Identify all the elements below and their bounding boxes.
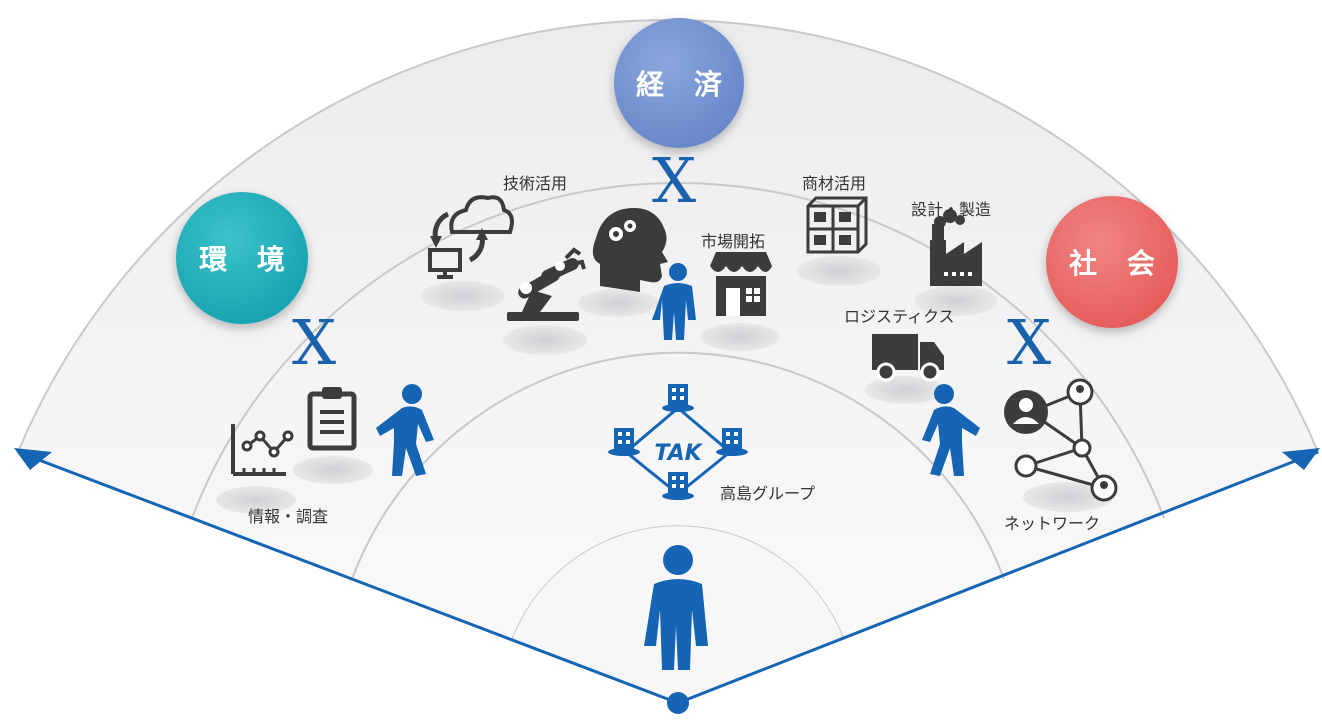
person-bottom-icon: [644, 545, 708, 670]
person-left-walking-icon: [376, 384, 434, 476]
cross-symbol-right: X: [1007, 306, 1052, 379]
base-center-dot: [667, 692, 689, 714]
network-icon: [1004, 378, 1118, 502]
cross-symbol-top: X: [652, 144, 697, 217]
line-chart-icon: [231, 424, 294, 476]
shadow: [914, 286, 998, 316]
label-design: 設計・製造: [911, 200, 992, 219]
shadow: [216, 486, 296, 514]
base-line-left: [17, 450, 679, 705]
person-right-walking-icon: [922, 384, 980, 476]
boxes-icon: [806, 196, 868, 254]
tak-logo: TAK: [654, 441, 703, 466]
shadow: [865, 376, 945, 404]
factory-icon: [930, 209, 982, 286]
label-group: 高島グループ: [720, 484, 816, 503]
cross-symbol-left: X: [292, 306, 337, 379]
shadow: [293, 456, 373, 484]
shadow: [1023, 482, 1113, 512]
shadow: [700, 323, 780, 351]
pillar-economy-label: 経 済: [636, 68, 732, 101]
pillar-environment: 環 境: [176, 192, 308, 324]
clipboard-icon: [307, 387, 357, 451]
label-tech: 技術活用: [503, 174, 568, 193]
fan-arc-2: [191, 182, 1165, 519]
building-icon: [662, 472, 694, 500]
pillar-society: 社 会: [1046, 196, 1178, 328]
building-icon: [608, 428, 640, 456]
label-network: ネットワーク: [1004, 514, 1101, 533]
shadow: [578, 289, 658, 317]
label-logistics: ロジスティクス: [844, 307, 955, 326]
shop-icon: [710, 252, 772, 316]
robot-arm-icon: [507, 247, 586, 321]
label-market: 市場開拓: [701, 232, 766, 251]
label-info: 情報・調査: [248, 507, 329, 526]
shadow: [503, 325, 587, 355]
truck-icon: [872, 334, 944, 382]
shadow: [797, 256, 881, 286]
pillar-society-label: 社 会: [1069, 247, 1165, 280]
base-line-right: [677, 450, 1319, 705]
arrow-left-tip: [14, 448, 52, 470]
shadow: [421, 281, 505, 311]
building-icon: [716, 428, 748, 456]
label-products: 商材活用: [802, 174, 867, 193]
person-top-icon: [652, 263, 696, 340]
building-icon: [662, 384, 694, 412]
cloud-sync-icon: [428, 195, 514, 279]
arrow-right-tip: [1282, 448, 1320, 470]
pillar-economy: 経 済: [614, 18, 744, 148]
head-gears-icon: [592, 208, 668, 292]
pillar-environment-label: 環 境: [199, 243, 295, 276]
